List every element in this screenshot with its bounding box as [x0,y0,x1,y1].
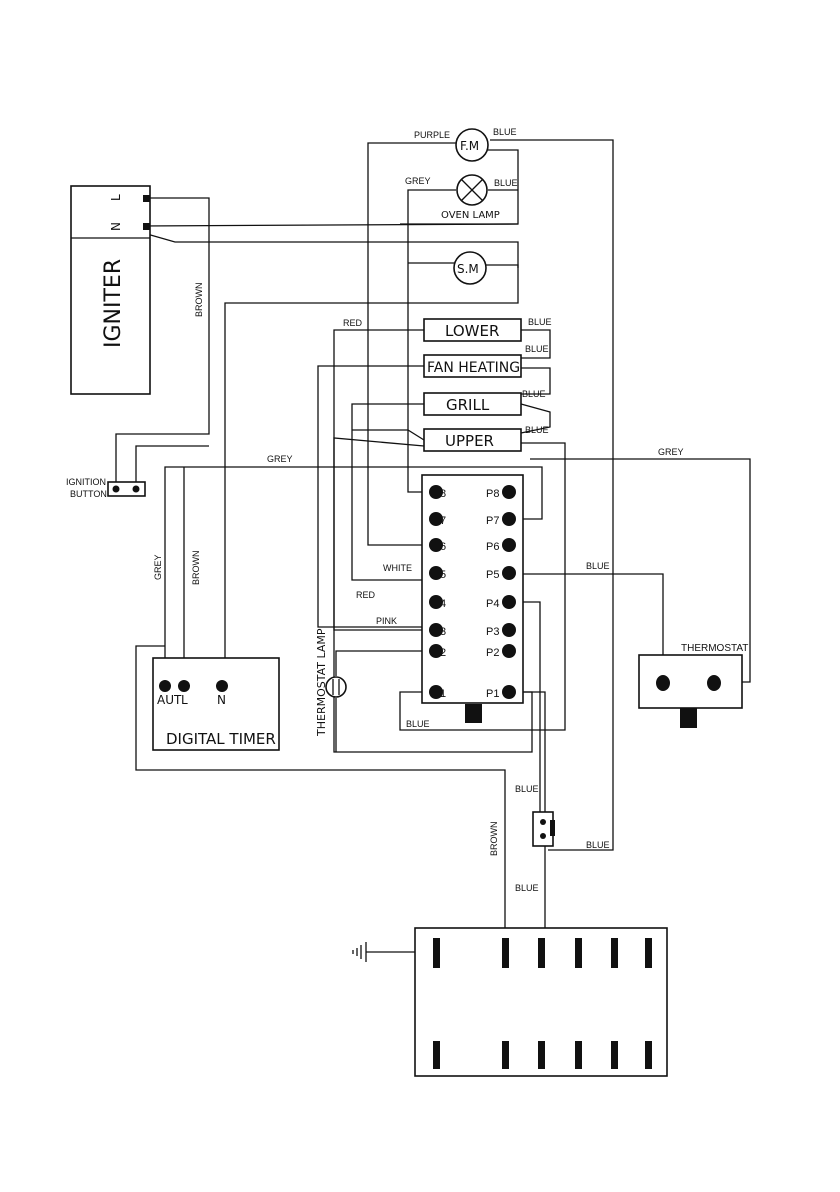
switch-pin-label-p1: P1 [486,688,499,700]
oven-lamp: OVEN LAMP [441,175,500,221]
oven-lamp-label: OVEN LAMP [441,210,500,221]
switch-pin-label-1: 1 [440,688,446,700]
switch-pin-label-5: 5 [440,569,446,581]
spit-motor: S.M [454,252,486,284]
wire-label-blue-terminal: BLUE [515,883,539,893]
wire-label-purple: PURPLE [414,130,450,140]
igniter-label: IGNITER [101,259,126,348]
switch-pin-label-p3: P3 [486,626,499,638]
wire-label-blue-p5: BLUE [586,561,610,571]
wire-label-blue-fan-heating: BLUE [525,344,549,354]
thermostat-lamp: THERMOSTAT LAMP [315,628,346,737]
switch-pin-label-p2: P2 [486,647,499,659]
switch-pin-label-p5: P5 [486,569,499,581]
terminal-block [415,928,667,1076]
digital-timer-label: DIGITAL TIMER [166,730,276,748]
switch-pin-p3 [502,623,516,637]
ignition-button-label-2: BUTTON [70,489,107,499]
element-fan-heating: FAN HEATING [424,355,521,377]
igniter-n-label: N [109,222,123,231]
wire-label-brown-left: BROWN [191,551,201,586]
switch-pin-label-4: 4 [440,598,446,610]
terminal-contact-top-3 [538,938,545,968]
thermostat-label: THERMOSTAT [681,643,748,654]
ignition-button: IGNITION BUTTON [66,477,145,499]
switch-pin-label-p7: P7 [486,515,499,527]
terminal-contact-bottom-5 [611,1041,618,1069]
wire-label-grey-right: GREY [658,447,684,457]
element-lower: LOWER [424,319,521,341]
switch-pin-label-7: 7 [440,515,446,527]
element-grill: GRILL [424,393,521,415]
ignition-button-label-1: IGNITION [66,477,106,487]
wire-label-blue-microswitch-right: BLUE [586,840,610,850]
switch-pin-p8 [502,485,516,499]
wire-label-blue-lamp: BLUE [494,178,518,188]
fan-motor-label: F.M [460,139,479,153]
switch-pin-p2 [502,644,516,658]
switch-pin-p4 [502,595,516,609]
switch-pin-p7 [502,512,516,526]
timer-aut-label: AUT [157,693,182,707]
grill-label: GRILL [446,396,490,414]
earth-icon [353,942,366,962]
switch-pin-p1 [502,685,516,699]
terminal-contact-top-2 [502,938,509,968]
wire-label-brown-igniter: BROWN [194,283,204,318]
timer-n-label: N [217,693,226,707]
terminal-contact-bottom-6 [645,1041,652,1069]
digital-timer: AUT L N DIGITAL TIMER [153,658,279,750]
igniter-module: L N IGNITER [71,186,150,394]
wire-label-blue-fm: BLUE [493,127,517,137]
terminal-contact-top-6 [645,938,652,968]
fan-heating-label: FAN HEATING [427,360,520,376]
wire-label-blue-lower: BLUE [528,317,552,327]
thermostat-lamp-label: THERMOSTAT LAMP [315,628,328,737]
thermostat: THERMOSTAT [639,643,748,728]
switch-pin-label-p4: P4 [486,598,499,610]
igniter-l-label: L [109,194,123,201]
fan-motor: F.M [456,129,488,161]
switch-pin-label-3: 3 [440,626,446,638]
wire-label-blue-microswitch-top: BLUE [515,784,539,794]
switch-pin-p5 [502,566,516,580]
terminal-contact-top-1 [433,938,440,968]
switch-pin-label-p6: P6 [486,541,499,553]
terminal-contact-top-5 [611,938,618,968]
upper-label: UPPER [445,432,494,450]
wire-label-white: WHITE [383,563,412,573]
wire-label-red-4: RED [356,590,376,600]
terminal-contact-bottom-3 [538,1041,545,1069]
door-microswitch [533,812,555,846]
wire-label-blue-upper: BLUE [525,425,549,435]
switch-pin-label-2: 2 [440,647,446,659]
terminal-contact-bottom-1 [433,1041,440,1069]
wire-label-grey-lamp: GREY [405,176,431,186]
terminal-contact-top-4 [575,938,582,968]
wire-label-blue-bottom-loop: BLUE [406,719,430,729]
switch-pin-label-6: 6 [440,541,446,553]
element-upper: UPPER [424,429,521,451]
spit-motor-label: S.M [457,262,479,276]
wire-label-pink: PINK [376,616,397,626]
lower-label: LOWER [445,322,499,340]
timer-l-label: L [181,693,188,707]
switch-pin-p6 [502,538,516,552]
wire-label-brown-terminal: BROWN [489,822,499,857]
wire-label-red-lower: RED [343,318,363,328]
switch-pin-label-8: 8 [440,488,446,500]
wire-label-grey-top: GREY [267,454,293,464]
wire-label-blue-grill: BLUE [522,389,546,399]
terminal-contact-bottom-2 [502,1041,509,1069]
terminal-contact-bottom-4 [575,1041,582,1069]
wire-label-grey-left: GREY [153,554,163,580]
switch-pin-label-p8: P8 [486,488,499,500]
